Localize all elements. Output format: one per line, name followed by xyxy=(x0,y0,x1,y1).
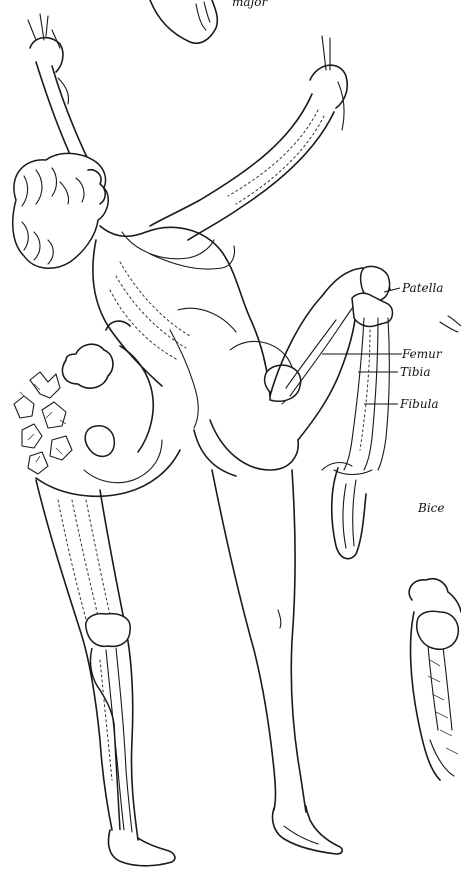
bottom-right-fragment xyxy=(409,316,461,780)
flowers xyxy=(14,321,180,496)
label-tibia: Tibia xyxy=(400,365,431,379)
label-fibula: Fibula xyxy=(399,397,439,411)
label-patella: Patella xyxy=(401,281,443,295)
top-fragment xyxy=(150,0,217,43)
right-arm xyxy=(150,36,347,240)
support-leg xyxy=(36,480,175,866)
label-femur: Femur xyxy=(401,347,443,361)
standing-leg xyxy=(212,470,342,854)
pelvis xyxy=(194,341,301,476)
label-top-partial: major xyxy=(232,0,268,9)
raised-leg xyxy=(270,266,393,558)
torso xyxy=(93,226,270,428)
label-biceps-partial: Bice xyxy=(417,501,444,515)
